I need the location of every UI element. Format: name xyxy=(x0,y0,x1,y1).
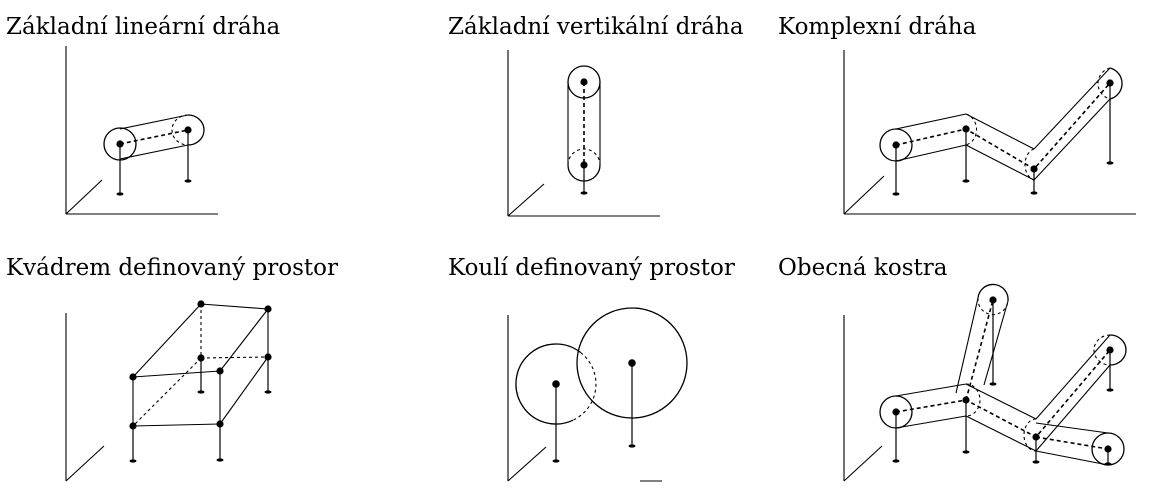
panel-title: Obecná kostra xyxy=(778,255,948,281)
node-point xyxy=(1104,445,1112,453)
box-edges xyxy=(132,303,269,427)
panel-vertical-path: Základní vertikální dráha xyxy=(448,12,818,252)
panel-title: Koulí definovaný prostor xyxy=(448,255,735,281)
node-point xyxy=(1106,346,1114,354)
support-poles xyxy=(892,300,1114,466)
node-point xyxy=(1032,433,1040,441)
node-point xyxy=(552,380,560,388)
node-point xyxy=(1106,79,1114,87)
node-point xyxy=(264,305,272,313)
complex-path-diagram xyxy=(843,50,1136,215)
node-point xyxy=(184,126,192,134)
panel-linear-path: Základní lineární dráha xyxy=(6,12,376,252)
node-point xyxy=(129,373,137,381)
axes xyxy=(507,315,662,482)
support-poles xyxy=(892,83,1114,196)
node-point xyxy=(580,78,588,86)
spheres xyxy=(515,307,688,425)
support-poles xyxy=(116,130,192,196)
panel-box-space: Kvádrem definovaný prostor xyxy=(6,253,376,493)
support-poles xyxy=(552,363,636,463)
node-point xyxy=(216,420,224,428)
node-point xyxy=(116,140,124,148)
node-point xyxy=(892,408,900,416)
node-point xyxy=(892,141,900,149)
linear-path-diagram xyxy=(65,46,218,215)
panel-title: Kvádrem definovaný prostor xyxy=(6,255,338,281)
node-point xyxy=(628,359,636,367)
node-point xyxy=(264,353,272,361)
panel-sphere-space: Koulí definovaný prostor xyxy=(448,253,818,493)
support-poles xyxy=(580,165,588,195)
node-point xyxy=(197,354,205,362)
panel-title: Základní vertikální dráha xyxy=(448,14,744,40)
axes xyxy=(507,50,660,217)
panel-title: Komplexní dráha xyxy=(778,14,977,40)
axes xyxy=(65,46,218,215)
general-skeleton-diagram xyxy=(843,283,1127,482)
node-point xyxy=(216,367,224,375)
box-space-diagram xyxy=(65,300,272,482)
node-point xyxy=(580,161,588,169)
axes xyxy=(65,313,105,482)
support-poles xyxy=(129,357,272,463)
cylinder-path xyxy=(879,283,1127,466)
vertical-path-diagram xyxy=(507,50,660,217)
axes xyxy=(843,50,1136,215)
node-point xyxy=(197,300,205,308)
node-point xyxy=(962,396,970,404)
panel-complex-path: Komplexní dráha xyxy=(778,12,1148,252)
node-point xyxy=(1030,165,1038,173)
node-point xyxy=(989,296,997,304)
cylinder-path xyxy=(879,67,1123,181)
node-point xyxy=(129,422,137,430)
node-point xyxy=(962,125,970,133)
sphere-space-diagram xyxy=(507,307,688,482)
cylinder-path xyxy=(103,114,205,161)
panel-general-skeleton: Obecná kostra xyxy=(778,253,1148,493)
axes xyxy=(843,315,883,482)
panel-title: Základní lineární dráha xyxy=(6,14,281,40)
